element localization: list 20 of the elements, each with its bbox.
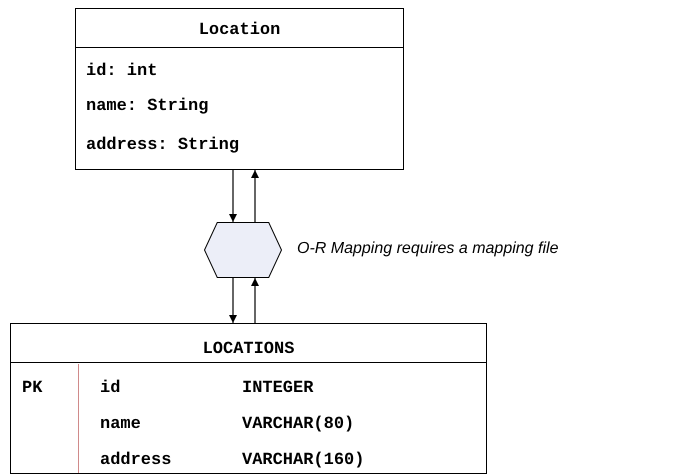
class-name: Location <box>198 21 280 41</box>
arrow <box>251 278 259 323</box>
note-text: O-R Mapping requires a mapping file <box>297 240 558 258</box>
arrow <box>229 170 237 222</box>
column-name: id <box>100 379 120 399</box>
class-box <box>75 8 404 170</box>
table-box <box>10 323 487 474</box>
attribute-text: address: String <box>86 136 240 156</box>
arrow <box>229 278 237 323</box>
attribute-text: name: String <box>86 97 208 117</box>
column-name: address <box>100 451 172 471</box>
table-name: LOCATIONS <box>202 340 294 360</box>
key-label: PK <box>22 379 42 399</box>
column-name: name <box>100 415 141 435</box>
column-type: INTEGER <box>242 379 314 399</box>
arrow <box>251 170 259 222</box>
column-type: VARCHAR(80) <box>242 415 354 435</box>
attribute-text: id: int <box>86 62 158 82</box>
hexagon-shape <box>204 222 282 278</box>
column-type: VARCHAR(160) <box>242 451 364 471</box>
